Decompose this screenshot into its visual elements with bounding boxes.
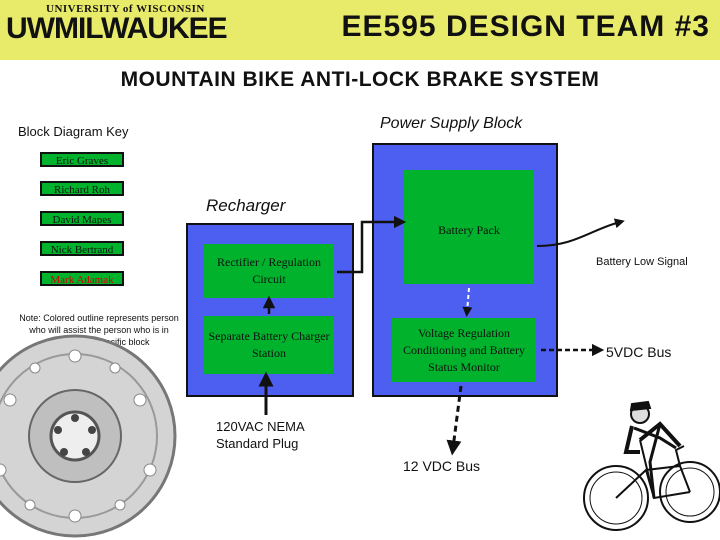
page-title: MOUNTAIN BIKE ANTI-LOCK BRAKE SYSTEM	[120, 68, 600, 91]
voltage-regulation-block: Voltage Regulation Conditioning and Batt…	[390, 316, 538, 384]
cyclist-icon	[583, 400, 720, 531]
recharger-title: Recharger	[206, 196, 286, 215]
rectifier-label: Rectifier / Regulation Circuit	[217, 255, 321, 286]
key-item-david-mapes: David Mapes	[40, 211, 124, 226]
header-banner: UNIVERSITY of WISCONSIN UWMILWAUKEE EE59…	[0, 0, 720, 60]
battery-low-arrow	[536, 218, 625, 247]
power-supply-title: Power Supply Block	[380, 115, 523, 132]
charger-station-label: Separate Battery Charger Station	[208, 329, 330, 360]
logo-uwm: UWMILWAUKEE	[6, 12, 228, 45]
bus-5v-label: 5VDC Bus	[606, 344, 672, 360]
battery-low-label: Battery Low Signal	[596, 256, 688, 268]
battery-pack-label: Battery Pack	[438, 223, 500, 237]
rectifier-to-battery-arrow	[337, 215, 407, 274]
voltage-regulation-label: Voltage Regulation Conditioning and Batt…	[403, 325, 525, 374]
key-item-nick-bertrand: Nick Bertrand	[40, 241, 124, 256]
bus-12v-arrow	[446, 385, 463, 456]
key-item-mark-adamak: Mark Adamak	[40, 271, 124, 286]
battery-pack-block: Battery Pack	[402, 168, 536, 286]
battery-to-regulation-arrow	[462, 287, 473, 317]
logo-university: UNIVERSITY of WISCONSIN	[46, 3, 205, 15]
team-title: EE595 DESIGN TEAM #3	[341, 10, 710, 43]
brake-rotor-icon	[0, 334, 177, 538]
key-title: Block Diagram Key	[18, 124, 129, 139]
bus-12v-label: 12 VDC Bus	[403, 458, 481, 474]
key-item-richard-roh: Richard Roh	[40, 181, 124, 196]
key-item-eric-graves: Eric Graves	[40, 152, 124, 167]
plug-label: 120VAC NEMA Standard Plug	[216, 419, 304, 451]
charger-station-block: Separate Battery Charger Station	[202, 314, 336, 376]
